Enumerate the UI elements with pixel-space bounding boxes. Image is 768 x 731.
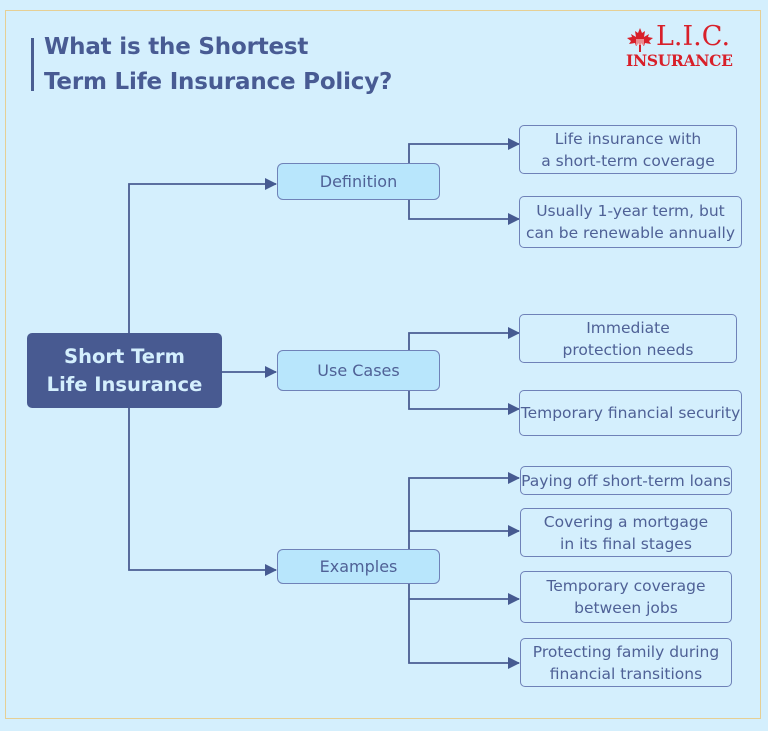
page-frame (5, 10, 761, 719)
title-line-1: What is the Shortest (44, 34, 309, 60)
leaf-line: a short-term coverage (541, 151, 715, 170)
category-label: Definition (319, 172, 398, 191)
leaf-example-2: Covering a mortgage in its final stages (520, 508, 732, 557)
title-accent-bar (31, 38, 34, 91)
leaf-definition-2: Usually 1-year term, but can be renewable… (519, 196, 742, 248)
category-examples: Examples (277, 549, 440, 584)
leaf-use-case-2: Temporary financial security (519, 390, 742, 436)
leaf-example-3: Temporary coverage between jobs (520, 571, 732, 623)
leaf-line: financial transitions (549, 664, 703, 683)
leaf-line: between jobs (574, 599, 678, 617)
leaf-line: Protecting family during (532, 642, 720, 661)
leaf-use-case-1: Immediate protection needs (519, 314, 737, 363)
logo-insurance-text: INSURANCE (626, 51, 733, 70)
logo-brand-text: L.I.C. (656, 21, 731, 52)
leaf-example-4: Protecting family during financial transi… (520, 638, 732, 687)
leaf-example-1: Paying off short-term loans (520, 466, 732, 495)
lic-insurance-logo: L.I.C. INSURANCE (626, 21, 736, 75)
leaf-line: Covering a mortgage (543, 512, 709, 531)
leaf-line: Immediate (586, 318, 670, 337)
category-label: Use Cases (317, 361, 400, 380)
leaf-line: Life insurance with (554, 129, 702, 148)
category-definition: Definition (277, 163, 440, 200)
leaf-line: Paying off short-term loans (521, 471, 731, 490)
leaf-definition-1: Life insurance with a short-term coverage (519, 125, 737, 174)
leaf-line: protection needs (562, 340, 694, 359)
page-title: What is the Shortest Term Life Insurance… (44, 30, 392, 100)
leaf-line: can be renewable annually (525, 224, 736, 242)
title-line-2: Term Life Insurance Policy? (44, 69, 393, 95)
category-use-cases: Use Cases (277, 350, 440, 391)
root-line-1: Short Term (64, 344, 185, 368)
leaf-line: Temporary coverage (546, 577, 706, 595)
leaf-line: in its final stages (560, 534, 692, 553)
root-line-2: Life Insurance (46, 372, 203, 396)
leaf-line: Usually 1-year term, but (536, 202, 725, 220)
root-node-short-term-life-insurance: Short Term Life Insurance (27, 333, 222, 408)
maple-leaf-icon (627, 28, 653, 52)
category-label: Examples (319, 557, 398, 576)
leaf-line: Temporary financial security (520, 404, 741, 422)
